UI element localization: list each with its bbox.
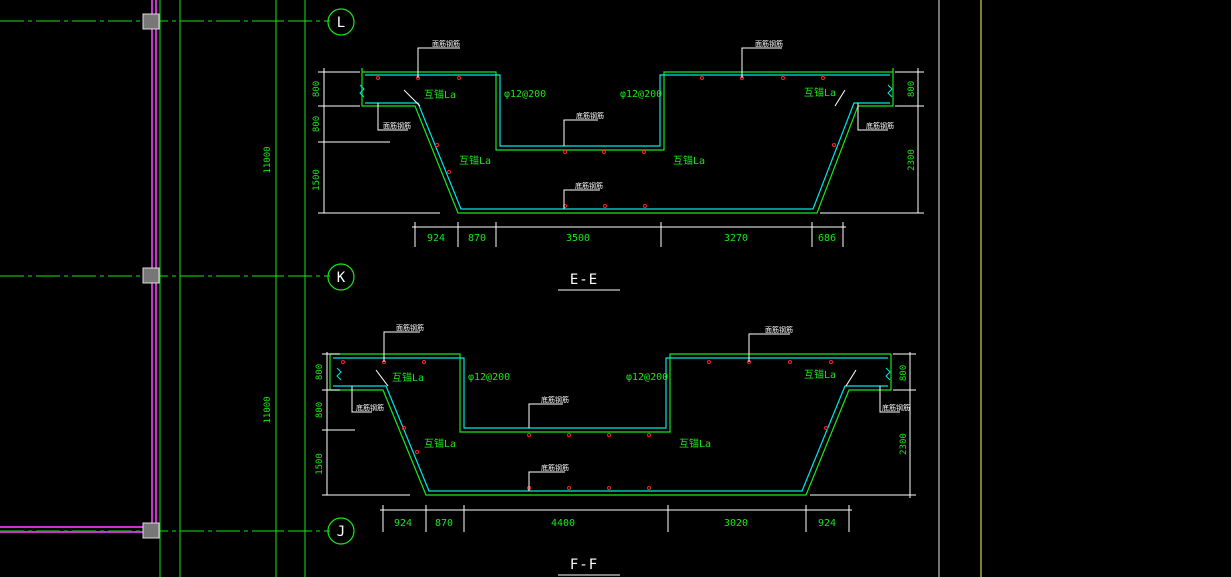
rebar-spec-left: φ12@200: [504, 89, 546, 100]
section-e-e-left-dim-lines: [318, 68, 440, 214]
section-title-f-f: F-F: [570, 557, 598, 573]
note-bottom-rebar-2: 底筋钢筋: [541, 395, 569, 404]
section-f-f-bottom-rebar: [333, 385, 888, 492]
section-e-e-outline: [361, 68, 894, 214]
break-mark: [359, 84, 365, 98]
bottom-dim-1: 924: [427, 233, 445, 244]
bottom-dim-2: 870: [435, 518, 453, 529]
right-dim-2: 2300: [899, 433, 909, 455]
axis-bubble-k[interactable]: K: [327, 263, 355, 291]
left-dim-3: 1500: [312, 169, 322, 191]
bottom-dim-2: 870: [468, 233, 486, 244]
grid-dim-upper: 11000: [263, 146, 273, 173]
section-e-e-bottom-rebar: [365, 102, 890, 210]
bottom-dim-5: 924: [818, 518, 836, 529]
anchor-label-2: 互锚La: [804, 87, 836, 99]
grid-dimension-ticks: [271, 20, 281, 532]
note-bottom-rebar-3: 底筋钢筋: [882, 403, 910, 412]
right-dim-2: 2300: [907, 149, 917, 171]
anchor-label-1: 互锚La: [392, 372, 424, 384]
right-dim-1: 800: [907, 81, 917, 97]
note-bottom-rebar-1: 底筋钢筋: [576, 111, 604, 120]
section-f-f-left-dim-lines: [322, 352, 410, 496]
section-e-e-top-rebar: [365, 74, 890, 147]
note-top-rebar-1: 面筋钢筋: [432, 39, 460, 48]
note-bottom-rebar-3: 底筋钢筋: [575, 181, 603, 190]
left-dim-1: 800: [312, 81, 322, 97]
column-l: [142, 13, 160, 30]
bottom-dim-4: 3020: [724, 518, 748, 529]
section-f-f-right-dim-lines: [810, 352, 916, 498]
bottom-dim-4: 3270: [724, 233, 748, 244]
section-e-e-rebar-dots: [376, 76, 836, 208]
note-top-rebar-1: 面筋钢筋: [396, 323, 424, 332]
section-f-f-top-rebar: [333, 357, 888, 429]
rebar-spec-right: φ12@200: [620, 89, 662, 100]
rebar-spec-left: φ12@200: [468, 372, 510, 383]
section-e-e-bottom-dim-lines: [412, 222, 846, 247]
anchor-label-2: 互锚La: [804, 369, 836, 381]
bottom-dim-3: 4400: [551, 518, 575, 529]
axis-bubble-j[interactable]: J: [327, 517, 355, 545]
rebar-spec-right: φ12@200: [626, 372, 668, 383]
note-bottom-rebar-1: 底筋钢筋: [356, 403, 384, 412]
grid-dim-lower: 11000: [263, 396, 273, 423]
section-f-f[interactable]: 面筋钢筋 面筋钢筋 底筋钢筋 底筋钢筋 底筋钢筋 底筋钢筋 φ12@200 φ1…: [315, 323, 916, 576]
section-f-f-leaders: [351, 331, 900, 491]
anchor-label-1: 互锚La: [424, 89, 456, 101]
section-e-e-right-dim-lines: [820, 68, 924, 214]
section-f-f-pit-outline: [330, 353, 891, 433]
section-e-e[interactable]: 面筋钢筋 面筋钢筋 面筋钢筋 底筋钢筋 底筋钢筋 底筋钢筋 φ12@200 φ1…: [312, 39, 924, 291]
bottom-dim-5: 686: [818, 233, 836, 244]
bottom-dim-1: 924: [394, 518, 412, 529]
note-top-rebar-2: 面筋钢筋: [755, 39, 783, 48]
axis-label-l: L: [337, 15, 345, 31]
left-dim-3: 1500: [315, 453, 325, 475]
break-mark: [887, 84, 893, 98]
section-title-e-e: E-E: [570, 272, 598, 288]
bottom-dim-3: 3500: [566, 233, 590, 244]
break-mark: [885, 367, 891, 381]
axis-label-k: K: [337, 270, 346, 286]
right-dim-1: 800: [899, 365, 909, 381]
anchor-label-4: 互锚La: [673, 155, 705, 167]
anchor-label-3: 互锚La: [459, 155, 491, 167]
note-bottom-rebar-2: 底筋钢筋: [866, 121, 894, 130]
section-e-e-leaders: [377, 47, 888, 209]
left-dim-2: 800: [312, 116, 322, 132]
wall: [0, 0, 160, 539]
axis-label-j: J: [337, 524, 345, 540]
column-k: [142, 267, 160, 284]
column-j: [142, 522, 160, 539]
axis-bubble-l[interactable]: L: [327, 8, 355, 36]
section-e-e-pit-outline: [362, 71, 893, 151]
left-dim-2: 800: [315, 402, 325, 418]
note-bottom-rebar-4: 底筋钢筋: [541, 463, 569, 472]
anchor-label-4: 互锚La: [679, 438, 711, 450]
anchor-label-3: 互锚La: [424, 438, 456, 450]
left-dim-1: 800: [315, 364, 325, 380]
note-top-rebar-3: 面筋钢筋: [383, 121, 411, 130]
note-top-rebar-2: 面筋钢筋: [765, 325, 793, 334]
break-mark: [336, 367, 342, 381]
section-f-f-bottom-dim-lines: [380, 505, 852, 532]
